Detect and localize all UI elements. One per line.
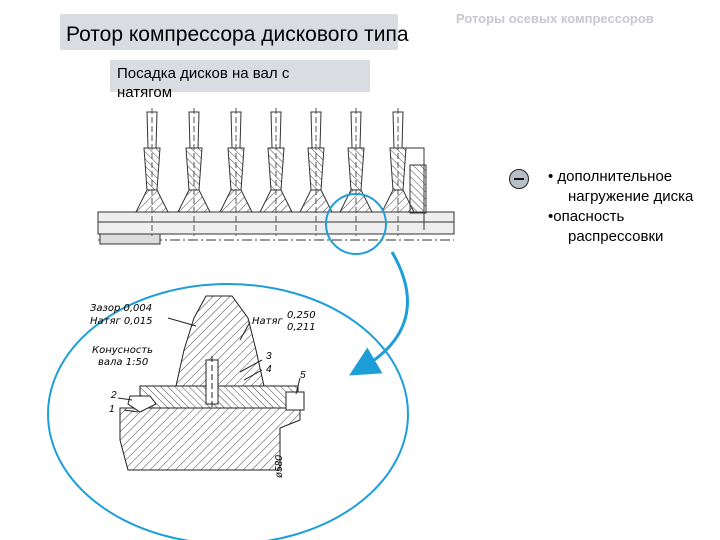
fit-note-background (110, 60, 370, 92)
title-background (60, 14, 398, 50)
disadvantage-1-line2: нагружение диска (568, 188, 694, 205)
rotor-disc (177, 108, 211, 236)
disadvantage-1: • дополнительное нагружение диска (548, 167, 718, 207)
rotor-assembly-drawing (97, 108, 455, 245)
slide-title: Ротор компрессора дискового типа (66, 23, 409, 46)
part-label-2: 2 (111, 390, 117, 401)
part-label-1: 1 (109, 404, 115, 415)
disadvantage-1-line1: • дополнительное (548, 168, 673, 185)
detail-view (117, 295, 305, 471)
detail-view-oval (47, 283, 409, 540)
rotor-disc (339, 108, 373, 236)
rotor-disc (135, 108, 169, 236)
rotor-disc (381, 108, 415, 236)
interference-right-value-1: 0,250 (287, 310, 316, 321)
interference-left-label: Натяг 0,015 (90, 316, 153, 327)
callout-arrow (349, 251, 409, 376)
rotor-disc (299, 108, 333, 236)
part-label-5: 5 (300, 370, 306, 381)
slide-subtitle: Роторы осевых компрессоров (456, 11, 654, 26)
disadvantages-list: • дополнительное нагружение диска •опасн… (548, 167, 718, 247)
diameter-label: ø580 (274, 455, 285, 478)
rotor-disc (259, 108, 293, 236)
detail-callout-circle (325, 193, 387, 255)
part-label-4: 4 (266, 364, 272, 375)
interference-right-label: Натяг (252, 316, 283, 327)
disadvantage-2-line1: •опасность (548, 208, 625, 225)
interference-right-value-2: 0,211 (287, 322, 316, 333)
fit-note: Посадка дисков на вал с натягом (117, 65, 290, 101)
disadvantage-2-line2: распрессовки (568, 228, 664, 245)
taper-value-label: вала 1:50 (98, 357, 149, 368)
rotor-disc (219, 108, 253, 236)
disadvantage-2: •опасность распрессовки (548, 207, 718, 247)
gap-label: Зазор 0,004 (90, 303, 153, 314)
taper-label: Конусность (92, 345, 154, 356)
part-label-3: 3 (266, 351, 272, 362)
minus-icon (509, 169, 529, 189)
